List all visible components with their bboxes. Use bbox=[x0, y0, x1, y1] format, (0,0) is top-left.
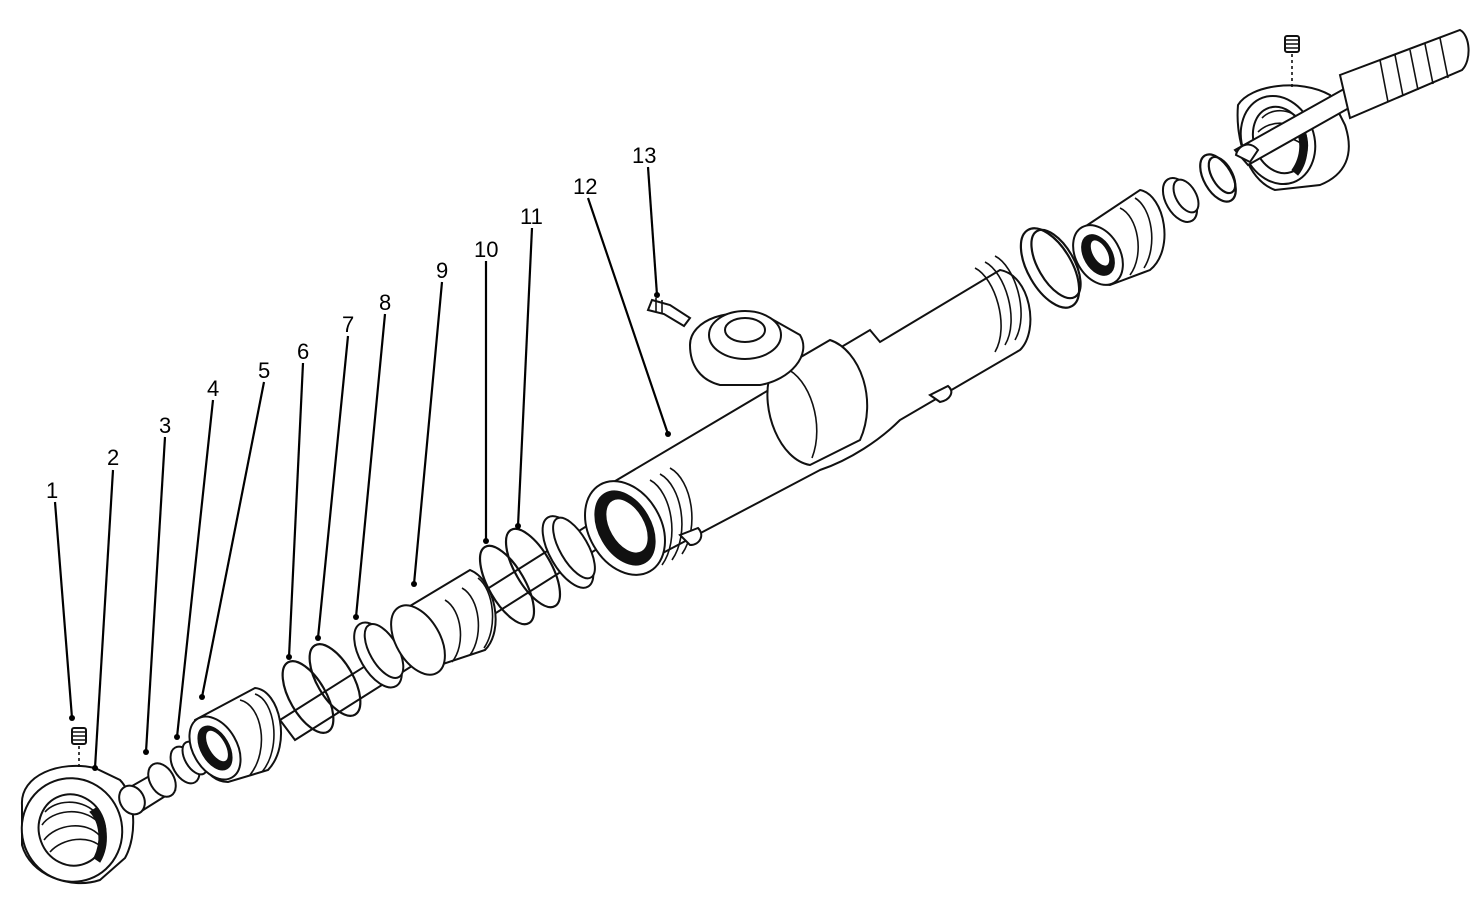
callout-label: 2 bbox=[107, 445, 119, 470]
o-ring-right-large bbox=[1019, 227, 1082, 309]
callout-4: 4 bbox=[174, 376, 219, 740]
seal-right-small bbox=[1161, 177, 1200, 223]
o-ring-10 bbox=[478, 544, 536, 626]
callout-6: 6 bbox=[286, 339, 309, 660]
callout-13: 13 bbox=[632, 143, 660, 298]
callout-8: 8 bbox=[353, 290, 391, 620]
callout-label: 11 bbox=[520, 204, 543, 229]
callout-label: 3 bbox=[159, 413, 171, 438]
callout-10: 10 bbox=[474, 237, 498, 544]
callout-3: 3 bbox=[143, 413, 171, 755]
seal-ring-8 bbox=[353, 621, 405, 689]
rod-end-plug bbox=[118, 762, 177, 816]
callout-label: 5 bbox=[258, 358, 270, 383]
mounting-eye bbox=[688, 310, 805, 386]
callout-label: 4 bbox=[207, 376, 219, 401]
callout-label: 6 bbox=[297, 339, 309, 364]
rack-housing-12 bbox=[584, 255, 1032, 576]
callout-label: 9 bbox=[436, 258, 448, 283]
seal-ring-extra bbox=[541, 515, 596, 589]
callout-12: 12 bbox=[573, 174, 671, 437]
callout-label: 1 bbox=[46, 478, 58, 503]
left-end-nut bbox=[20, 764, 135, 885]
o-ring-11 bbox=[504, 527, 562, 609]
right-set-screw bbox=[1284, 35, 1300, 90]
piston-9 bbox=[390, 568, 497, 676]
fitting-13 bbox=[646, 298, 692, 328]
callout-label: 10 bbox=[474, 237, 498, 262]
callout-label: 13 bbox=[632, 143, 656, 168]
left-set-screw bbox=[71, 727, 87, 770]
callout-label: 12 bbox=[573, 174, 597, 199]
bushing-5 bbox=[188, 686, 283, 784]
callout-9: 9 bbox=[411, 258, 448, 587]
callout-1: 1 bbox=[46, 478, 75, 721]
callout-label: 7 bbox=[342, 312, 354, 337]
o-ring-7 bbox=[308, 643, 362, 717]
callout-5: 5 bbox=[199, 358, 270, 700]
o-ring-6 bbox=[281, 660, 335, 734]
right-rack-end bbox=[1233, 28, 1470, 167]
callout-7: 7 bbox=[315, 312, 354, 641]
callout-label: 8 bbox=[379, 290, 391, 315]
callout-11: 11 bbox=[515, 204, 543, 529]
bushing-right bbox=[1072, 188, 1166, 287]
callout-2: 2 bbox=[92, 445, 119, 771]
o-ring-right-small bbox=[1199, 153, 1237, 203]
